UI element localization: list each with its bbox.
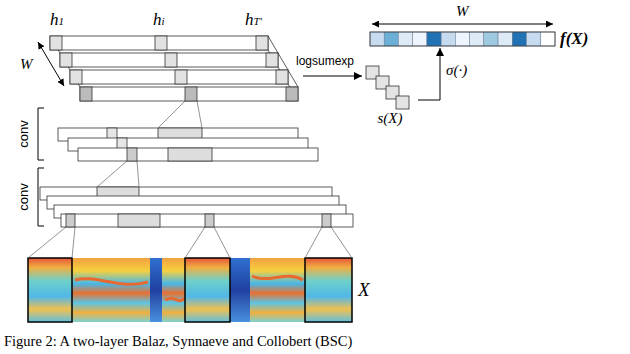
projection-line: [97, 161, 127, 187]
connector-arrow: [303, 76, 362, 77]
feature-map-stack: [80, 87, 92, 101]
feature-map-stack: [50, 36, 298, 101]
width-arrow: [372, 24, 553, 25]
output-bar: [370, 32, 555, 46]
position-label: hi: [153, 10, 165, 30]
projection-line: [137, 161, 139, 187]
output-bar: [498, 32, 512, 46]
projection-line: [158, 101, 202, 128]
spectrogram: [28, 258, 352, 322]
score-squares: [366, 66, 409, 109]
conv-layer-1: [322, 214, 331, 227]
projection-line: [331, 227, 352, 258]
projection-line: [197, 101, 202, 128]
conv-layer-1: [118, 214, 160, 227]
output-bar: [370, 32, 384, 46]
conv-layer-2: [78, 148, 318, 161]
spectrogram: [75, 279, 148, 285]
dimension-label: W: [456, 3, 469, 20]
output-bar: [413, 32, 427, 46]
output-bar: [384, 32, 398, 46]
projection-line: [158, 101, 185, 128]
spectrogram: [185, 258, 230, 322]
receptive-window: [28, 258, 352, 322]
output-bar: [399, 32, 413, 46]
feature-map-stack: [266, 53, 278, 67]
projection-line: [214, 227, 230, 258]
conv-layer-2: [168, 148, 212, 161]
output-bar: [441, 32, 455, 46]
layer-label: conv: [17, 183, 32, 210]
dimension-label: W: [20, 56, 33, 73]
score-vector: s(X): [362, 62, 418, 129]
projection-line: [185, 227, 205, 258]
output-bar: [541, 32, 555, 46]
projection-line: [97, 161, 139, 187]
conv-layer-2: [127, 148, 137, 161]
output-bar: [370, 32, 555, 46]
conv-layer-1: [66, 214, 75, 227]
spectrogram: [305, 258, 352, 322]
projection-line: [72, 227, 75, 258]
vector-label: f(X): [560, 29, 588, 49]
spectrogram: [28, 258, 72, 322]
spectrogram: [72, 258, 150, 322]
feature-map-stack: [165, 53, 177, 67]
spectrogram: [150, 258, 162, 322]
feature-map-stack: [276, 70, 288, 84]
function-label: logsumexp: [296, 55, 354, 69]
feature-map-stack: [50, 36, 62, 50]
feature-map-stack: [185, 87, 197, 101]
conv-bracket: [38, 108, 44, 226]
feature-map-stack: h1 hi hT′: [45, 8, 303, 104]
feature-map-stack: [175, 70, 187, 84]
output-vector: f(X): [370, 30, 592, 48]
function-label: σ(·): [446, 62, 467, 79]
conv-layer-1: [61, 214, 353, 227]
receptive-window: [185, 258, 230, 322]
score-squares: [396, 96, 409, 109]
spectrogram: [162, 258, 185, 322]
input-label: X: [358, 279, 370, 301]
position-label: hT′: [245, 10, 262, 30]
layer-label: conv: [17, 120, 32, 147]
output-bar: [484, 32, 498, 46]
receptive-window: [305, 258, 352, 322]
output-bar: [512, 32, 526, 46]
conv-layer-1: [40, 187, 353, 227]
output-bar: [527, 32, 541, 46]
spectrogram: [230, 258, 250, 322]
feature-map-stack: [70, 70, 82, 84]
projection-line: [305, 227, 322, 258]
receptive-window: [28, 258, 72, 322]
feature-map-stack: [80, 87, 298, 101]
projection-line: [28, 227, 66, 258]
position-label: h1: [50, 10, 64, 30]
feature-map-stack: [50, 36, 268, 50]
spectrogram: [250, 258, 305, 322]
figure-caption: Figure 2: A two-layer Balaz, Synnaeve an…: [4, 333, 352, 350]
output-bar: [470, 32, 484, 46]
feature-map-stack: [60, 53, 278, 67]
feature-map-stack: [60, 53, 72, 67]
conv-layer-1: [205, 214, 214, 227]
output-bar: [455, 32, 469, 46]
conv-bracket: [38, 168, 44, 226]
feature-map-stack: [256, 36, 268, 50]
spectrogram: [252, 276, 303, 280]
output-bar: [427, 32, 441, 46]
feature-map-stack: [70, 70, 288, 84]
vector-label: s(X): [378, 110, 403, 127]
conv-bracket: [38, 108, 44, 160]
width-arrow: [38, 42, 64, 86]
projection-line: [28, 227, 352, 258]
conv-layer-2: [58, 128, 318, 161]
connector-arrow: [418, 48, 440, 100]
feature-map-stack: [155, 36, 167, 50]
feature-map-stack: [286, 87, 298, 101]
spectrogram: [165, 298, 184, 301]
